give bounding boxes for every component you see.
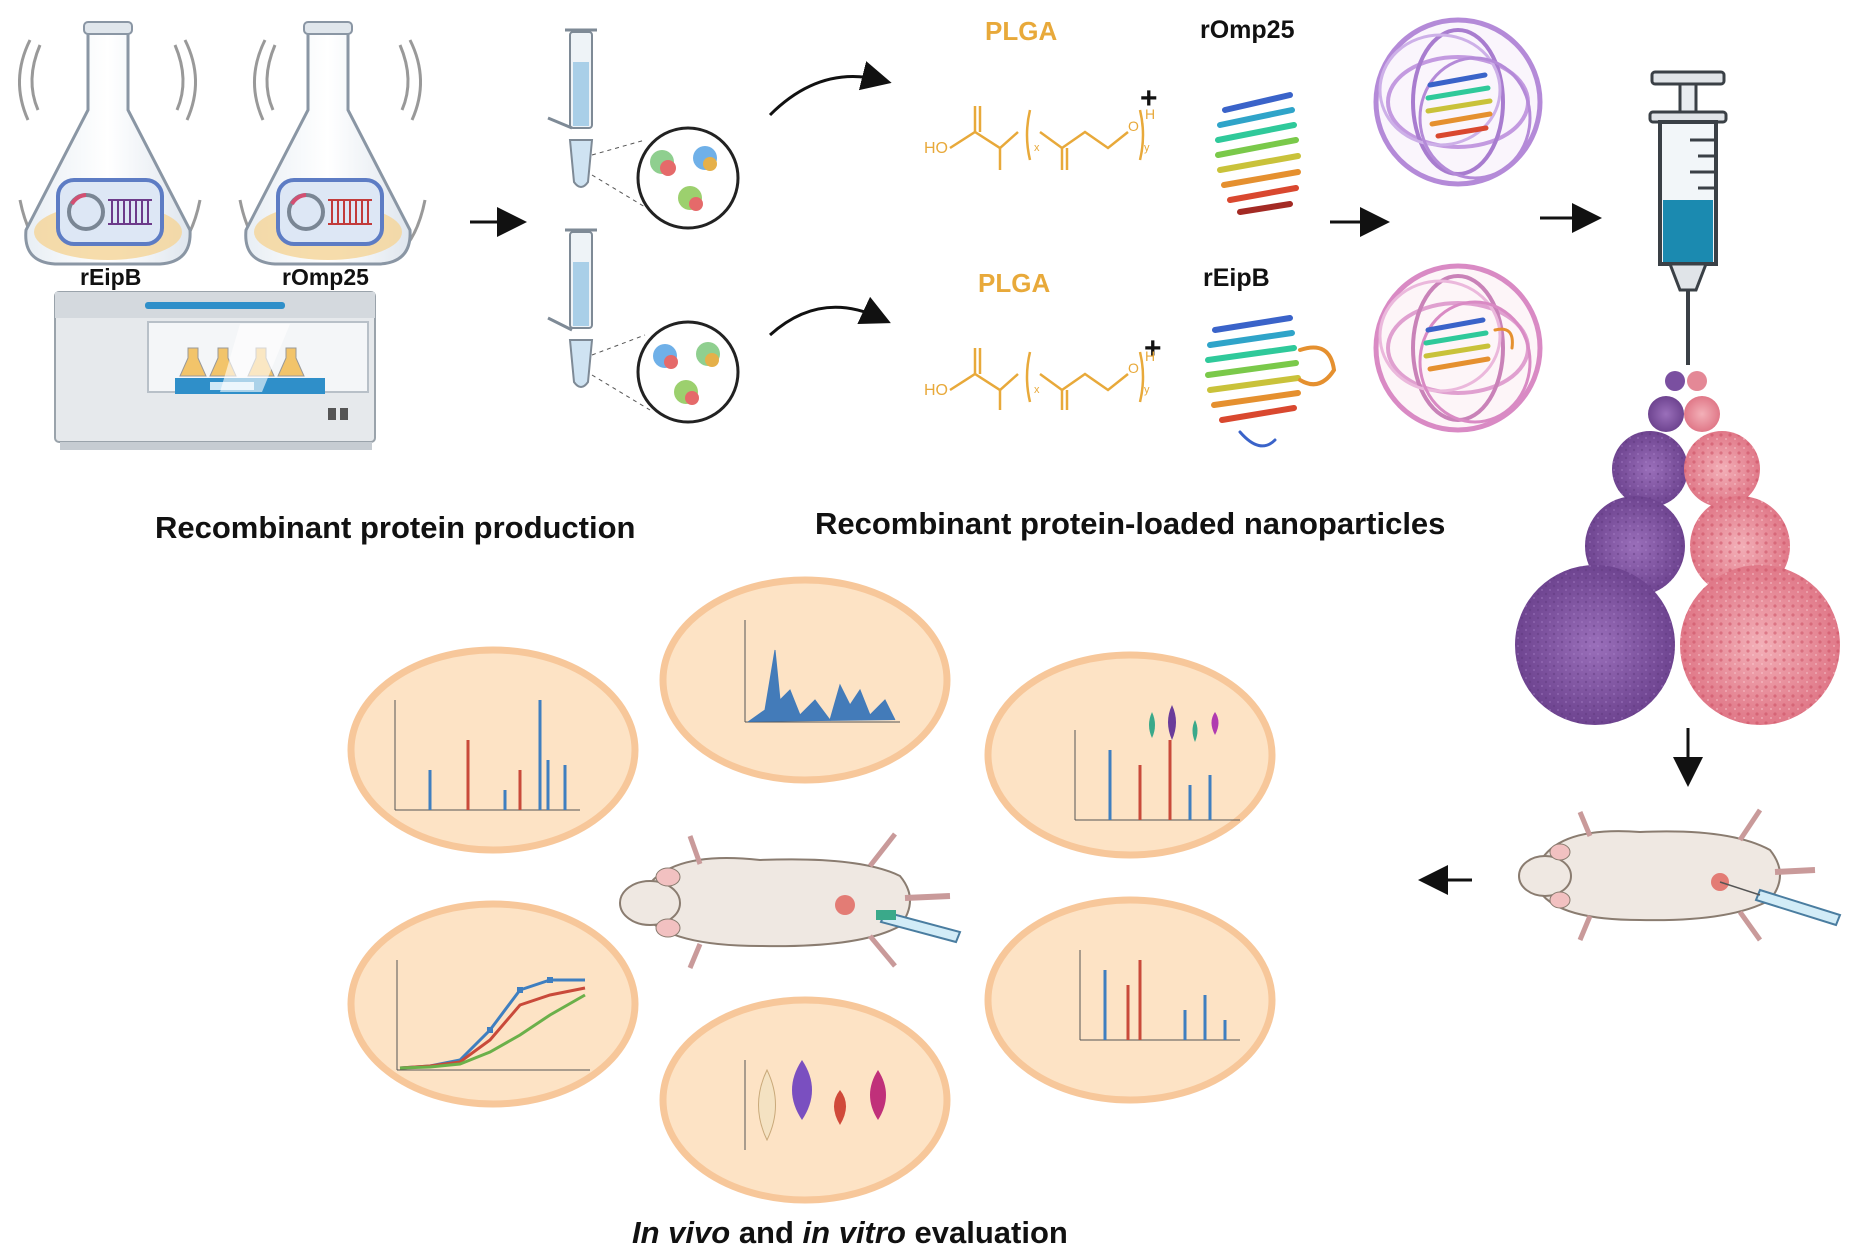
chem-y-top: y [1144,142,1150,154]
chem-x-top: x [1034,142,1040,154]
flask-label-romp25: rOmp25 [282,264,369,290]
chem-ho-bottom: HO [924,382,948,399]
section-title-production: Recombinant protein production [155,510,636,545]
plga-label-top: PLGA [985,16,1058,46]
shaker-incubator-icon [54,291,376,450]
protein-label-romp25: rOmp25 [1200,16,1295,44]
zoom-circle-top [636,126,740,230]
plasmid-icon [67,193,105,231]
protein-label-reipb: rEipB [1203,264,1270,292]
microtube-icon-bottom [547,228,651,411]
plga-label-bottom: PLGA [978,268,1051,298]
protein-structure-icon [650,146,717,211]
nanoparticle-icon-reipb [1373,263,1543,433]
mouse-icon-right [1518,808,1842,942]
microtube-icon-top [547,28,651,211]
plus-sign-bottom: + [1144,332,1162,365]
protein-structure-icon-reipb [1205,315,1337,448]
panel-bars-left [347,646,639,854]
syringe-icon [1648,70,1728,365]
flask-icon-romp25 [238,21,427,266]
panel-line-chart [347,900,639,1108]
eval-in-vitro: in vitro [802,1215,906,1250]
mouse-icon-center [619,832,962,969]
panel-spectrum-top [659,576,951,784]
nanoparticle-size-series [1515,371,1840,725]
plga-structure-top [949,106,1145,170]
eval-evaluation: evaluation [905,1215,1068,1250]
panel-bars-violin-right [984,651,1276,859]
flask-icon-reipb [18,21,202,266]
zoom-circle-bottom [636,320,740,424]
plga-structure-bottom [949,348,1145,410]
nanoparticle-icon-romp25 [1373,17,1543,187]
chem-h-top: H [1145,106,1156,122]
plus-sign-top: + [1140,82,1158,115]
chem-o-bottom: O [1128,360,1139,376]
eval-and: and [730,1215,803,1250]
chem-y-bottom: y [1144,384,1150,396]
panel-bars-lower-right [984,896,1276,1104]
section-title-evaluation: In vivo and in vitro evaluation [632,1215,1068,1251]
flask-label-reipb: rEipB [80,264,142,290]
protein-structure-icon-romp25 [1215,92,1301,215]
chem-ho-top: HO [924,140,948,157]
chem-o-top: O [1128,118,1139,134]
section-title-nanoparticles: Recombinant protein-loaded nanoparticles [815,506,1446,541]
panel-violin-bottom [659,996,951,1204]
chem-x-bottom: x [1034,384,1040,396]
chem-h-bottom: H [1145,348,1156,364]
flow-arrows [470,61,1703,895]
eval-in-vivo: In vivo [632,1215,731,1250]
